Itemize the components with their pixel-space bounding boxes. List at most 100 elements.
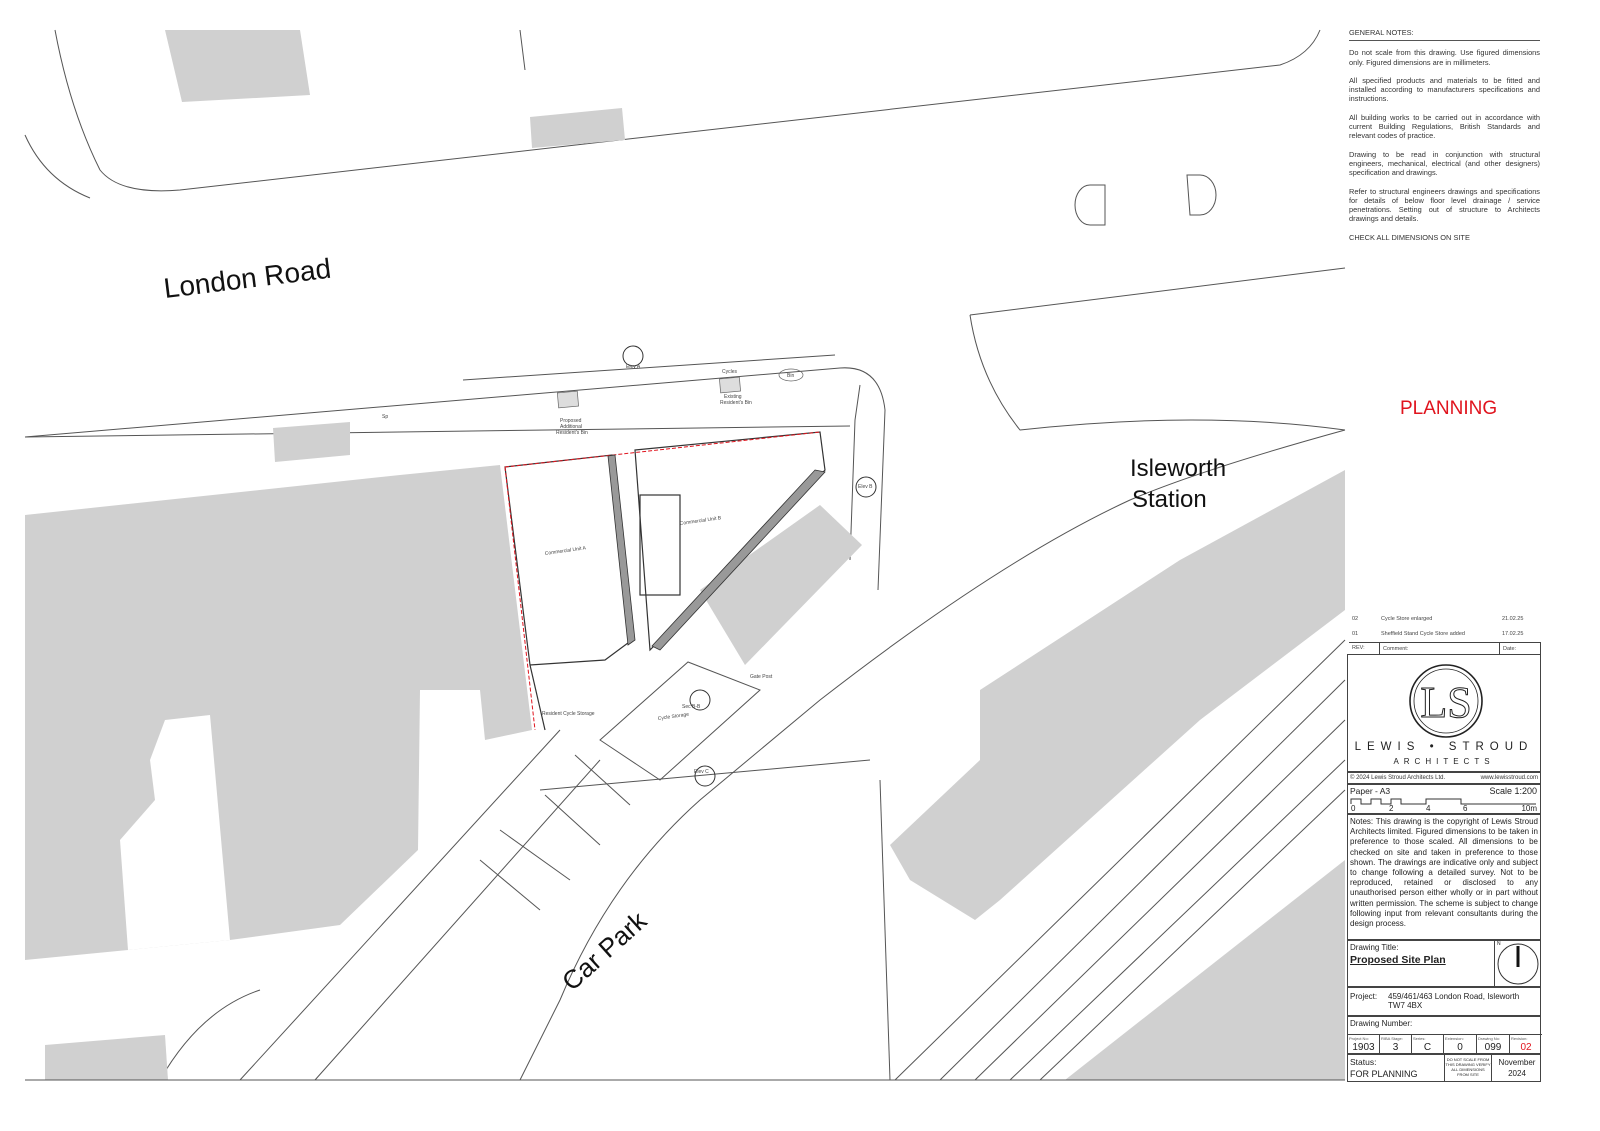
logo-sub: ARCHITECTS	[1393, 757, 1495, 766]
marker-elev-c: Elev C	[694, 769, 709, 775]
drawing-title-label: Drawing Title:	[1350, 943, 1399, 952]
note: Drawing to be read in conjunction with s…	[1349, 149, 1540, 178]
neighbour-building	[25, 465, 532, 960]
label-sp: Sp	[382, 414, 388, 420]
north-arrow-block: N	[1494, 940, 1541, 987]
note: All building works to be carried out in …	[1349, 112, 1540, 141]
label-station: Isleworth	[1130, 455, 1226, 482]
marker-elev-a: Elev A	[626, 364, 641, 370]
scale-tick: 4	[1426, 804, 1431, 813]
extension: 0	[1457, 1042, 1463, 1053]
date-header: Date:	[1499, 643, 1516, 655]
elevation-marker	[694, 765, 716, 787]
series: C	[1423, 1042, 1432, 1053]
scale-tick: 0	[1351, 804, 1356, 813]
label-station: Station	[1132, 486, 1207, 513]
proposed-bin-symbol	[556, 390, 579, 409]
cycles-symbol	[719, 376, 741, 394]
elevation-marker	[622, 345, 644, 367]
status-label: Status:	[1350, 1057, 1377, 1067]
building-footprint	[273, 422, 350, 462]
copyright-row: © 2024 Lewis Stroud Architects Ltd. www.…	[1347, 772, 1541, 784]
scale-bar	[1350, 798, 1536, 805]
note: All specified products and materials to …	[1349, 75, 1540, 104]
station-boundary	[969, 267, 1346, 316]
logo-monogram: LS	[1420, 678, 1471, 727]
drawing-no: 099	[1484, 1042, 1502, 1053]
section-marker	[689, 689, 711, 711]
general-notes-heading: GENERAL NOTES:	[1349, 28, 1540, 42]
north-label: N	[1497, 941, 1501, 947]
label-bin: Proposed	[560, 418, 582, 424]
field-caption: Project No:	[1349, 1036, 1369, 1041]
building-footprint	[45, 1035, 168, 1080]
label-cycle-storage: Cycle Storage	[657, 712, 689, 722]
copyright-notes: Notes: This drawing is the copyright of …	[1347, 814, 1541, 940]
unit-a-outline	[504, 454, 633, 666]
label-gate-post: Gate Post	[750, 674, 773, 680]
rev-header: REV:	[1352, 645, 1365, 651]
ls-logo-icon: LS	[1409, 664, 1483, 738]
scale-tick: 10m	[1521, 804, 1537, 813]
rev-date: 17.02.25	[1502, 631, 1524, 637]
website-link[interactable]: www.lewisstroud.com	[1480, 775, 1538, 781]
paper-size: Paper - A3	[1350, 786, 1391, 796]
label-bin: Bin	[787, 373, 794, 379]
logo-name: LEWIS • STROUD	[1354, 741, 1534, 753]
rev-number: 01	[1352, 631, 1359, 637]
railway-building	[1065, 860, 1345, 1080]
marker-sec-bb: Sec B-B	[682, 704, 701, 710]
date-year: 2024	[1508, 1069, 1526, 1078]
project-block: Project: 459/461/463 London Road, Islewo…	[1347, 987, 1541, 1016]
status-value: FOR PLANNING	[1350, 1069, 1418, 1079]
planning-stamp: PLANNING	[1400, 398, 1498, 419]
label-car-park: Car Park	[556, 905, 653, 997]
scale-tick: 2	[1389, 804, 1394, 813]
field-caption: RIBA Stage:	[1381, 1036, 1403, 1041]
copyright: © 2024 Lewis Stroud Architects Ltd.	[1350, 775, 1446, 781]
label-london-road: London Road	[162, 253, 333, 304]
elevation-marker	[855, 476, 877, 498]
note: Do not scale from this drawing. Use figu…	[1349, 48, 1540, 67]
revision: 02	[1520, 1042, 1532, 1053]
bin-symbol	[778, 368, 804, 382]
field-caption: Revision:	[1511, 1036, 1528, 1041]
project-address: 459/461/463 London Road, Isleworth TW7 4…	[1388, 992, 1520, 1010]
marker-elev-b: Elev B	[858, 484, 873, 490]
label-cycle-storage: Resident Cycle Storage	[542, 711, 595, 717]
note: CHECK ALL DIMENSIONS ON SITE	[1349, 232, 1470, 242]
riba-stage: 3	[1392, 1042, 1399, 1053]
label-bin: Additional	[560, 424, 582, 430]
building-footprint	[165, 30, 310, 102]
cycle-storage-outline	[599, 661, 761, 781]
status-block: Status: FOR PLANNING DO NOT SCALE FROM T…	[1347, 1054, 1541, 1082]
adjacent-building	[700, 505, 862, 665]
general-notes: GENERAL NOTES: Do not scale from this dr…	[1349, 28, 1540, 251]
project-label: Project:	[1350, 992, 1378, 1001]
note: Refer to structural engineers drawings a…	[1349, 186, 1540, 224]
rev-number: 02	[1352, 616, 1359, 622]
pavement-line	[24, 367, 886, 591]
scale-block: Paper - A3 Scale 1:200 0 2 4 6 10m	[1347, 784, 1541, 814]
railway-building	[890, 470, 1345, 920]
project-number: 1903	[1352, 1042, 1375, 1053]
field-caption: Extension:	[1445, 1036, 1464, 1041]
comment-header: Comment:	[1379, 643, 1408, 655]
road-kerb	[24, 134, 91, 199]
field-caption: Series:	[1413, 1036, 1426, 1041]
building-footprint	[530, 108, 625, 148]
do-not-scale-note: DO NOT SCALE FROM THIS DRAWING VERIFY AL…	[1444, 1055, 1492, 1081]
north-arrow-icon	[1497, 943, 1539, 985]
scale: Scale 1:200	[1489, 786, 1537, 796]
scale-tick: 6	[1463, 804, 1468, 813]
label-bin: Existing	[724, 394, 742, 400]
rev-comment: Sheffield Stand Cycle Store added	[1381, 631, 1465, 637]
field-caption: Drawing No:	[1478, 1036, 1501, 1041]
label-bin: Resident's Bin	[556, 430, 588, 436]
label-bin: Resident's Bin	[720, 400, 752, 406]
drawing-title: Proposed Site Plan	[1350, 954, 1446, 966]
logo-block: LS LEWIS • STROUD ARCHITECTS	[1347, 654, 1541, 772]
label-unit-b: Commercial Unit B	[679, 515, 722, 527]
road-kerb	[54, 29, 1321, 192]
